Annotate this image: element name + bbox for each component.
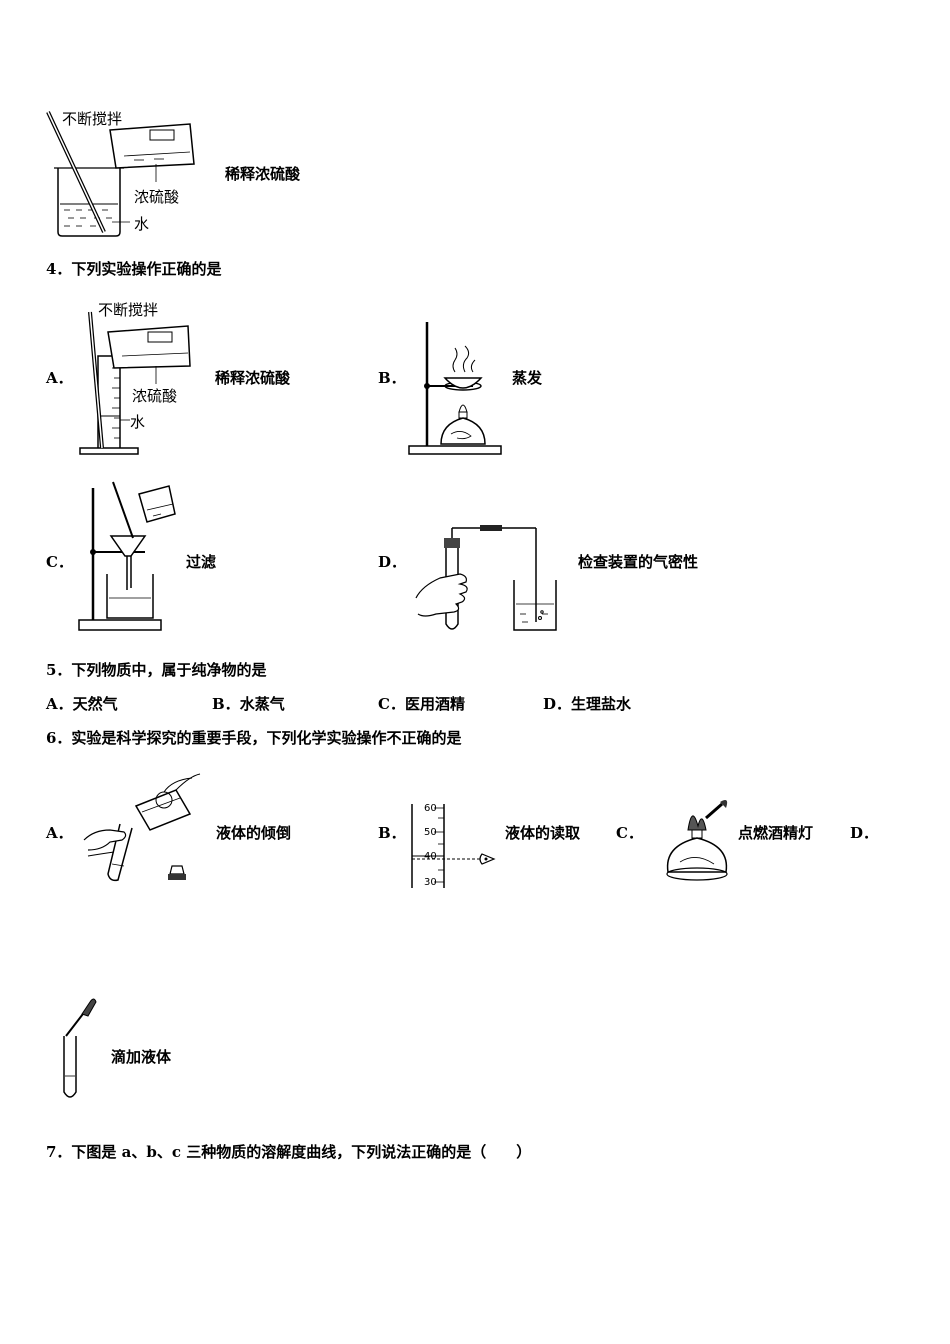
q4-option-a-water-label: 水 xyxy=(130,413,146,431)
q5-option-b: B．水蒸气 xyxy=(212,695,285,713)
q6-option-c-caption: 点燃酒精灯 xyxy=(738,824,814,842)
q4-option-a-acid-label: 浓硫酸 xyxy=(132,387,178,405)
q6-option-a-letter: A． xyxy=(46,824,73,842)
q6-option-b-tick-60: 60 xyxy=(424,803,437,814)
q6-stem: 6．实验是科学探究的重要手段，下列化学实验操作不正确的是 xyxy=(46,729,462,747)
q4-option-b-caption: 蒸发 xyxy=(512,369,543,387)
q6-option-d-letter: D． xyxy=(850,824,879,842)
top-dilution-figure xyxy=(44,106,214,242)
q4-stem: 4．下列实验操作正确的是 xyxy=(46,260,222,278)
top-caption: 稀释浓硫酸 xyxy=(225,165,301,183)
top-stir-label: 不断搅拌 xyxy=(62,110,123,128)
q6-option-d-figure xyxy=(56,996,106,1104)
q6-option-a-figure xyxy=(80,770,210,890)
q5-option-d-text: 生理盐水 xyxy=(571,695,632,713)
q5-option-a-letter: A． xyxy=(46,695,73,713)
q4-option-d-letter: D． xyxy=(378,553,407,571)
q5-option-c-letter: C． xyxy=(378,695,405,713)
top-water-label: 水 xyxy=(134,215,150,233)
q5-stem: 5．下列物质中，属于纯净物的是 xyxy=(46,661,267,679)
q4-option-a-letter: A． xyxy=(46,369,73,387)
q4-option-a-figure xyxy=(72,298,212,458)
q6-option-b-caption: 液体的读取 xyxy=(505,824,581,842)
q5-option-a-text: 天然气 xyxy=(72,695,118,713)
q5-option-b-text: 水蒸气 xyxy=(239,695,285,713)
q4-option-c-caption: 过滤 xyxy=(186,553,217,571)
q4-option-b-figure xyxy=(405,318,505,458)
q7-stem: 7．下图是 a、b、c 三种物质的溶解度曲线，下列说法正确的是（ ） xyxy=(46,1143,532,1161)
q6-option-c-letter: C． xyxy=(616,824,643,842)
q6-option-d-caption: 滴加液体 xyxy=(111,1048,172,1066)
q5-option-a: A．天然气 xyxy=(46,695,118,713)
q6-option-b-tick-40: 40 xyxy=(424,851,437,862)
q5-option-d-letter: D． xyxy=(543,695,572,713)
q4-option-d-caption: 检查装置的气密性 xyxy=(578,553,699,571)
q6-option-b-letter: B． xyxy=(378,824,406,842)
q4-option-c-figure xyxy=(75,480,185,636)
q6-option-a-caption: 液体的倾倒 xyxy=(216,824,292,842)
q4-option-a-stir-label: 不断搅拌 xyxy=(98,301,159,319)
q4-option-a-caption: 稀释浓硫酸 xyxy=(215,369,291,387)
q5-option-b-letter: B． xyxy=(212,695,240,713)
q4-option-b-letter: B． xyxy=(378,369,406,387)
q6-option-c-figure xyxy=(660,796,736,886)
q4-option-c-letter: C． xyxy=(46,553,73,571)
q5-option-c-text: 医用酒精 xyxy=(404,695,465,713)
q5-option-c: C．医用酒精 xyxy=(378,695,465,713)
top-acid-label: 浓硫酸 xyxy=(134,188,180,206)
q5-option-d: D．生理盐水 xyxy=(543,695,631,713)
q6-option-b-figure xyxy=(408,800,500,892)
q6-option-b-tick-30: 30 xyxy=(424,877,437,888)
q4-option-d-figure xyxy=(412,522,562,638)
q6-option-b-tick-50: 50 xyxy=(424,827,437,838)
